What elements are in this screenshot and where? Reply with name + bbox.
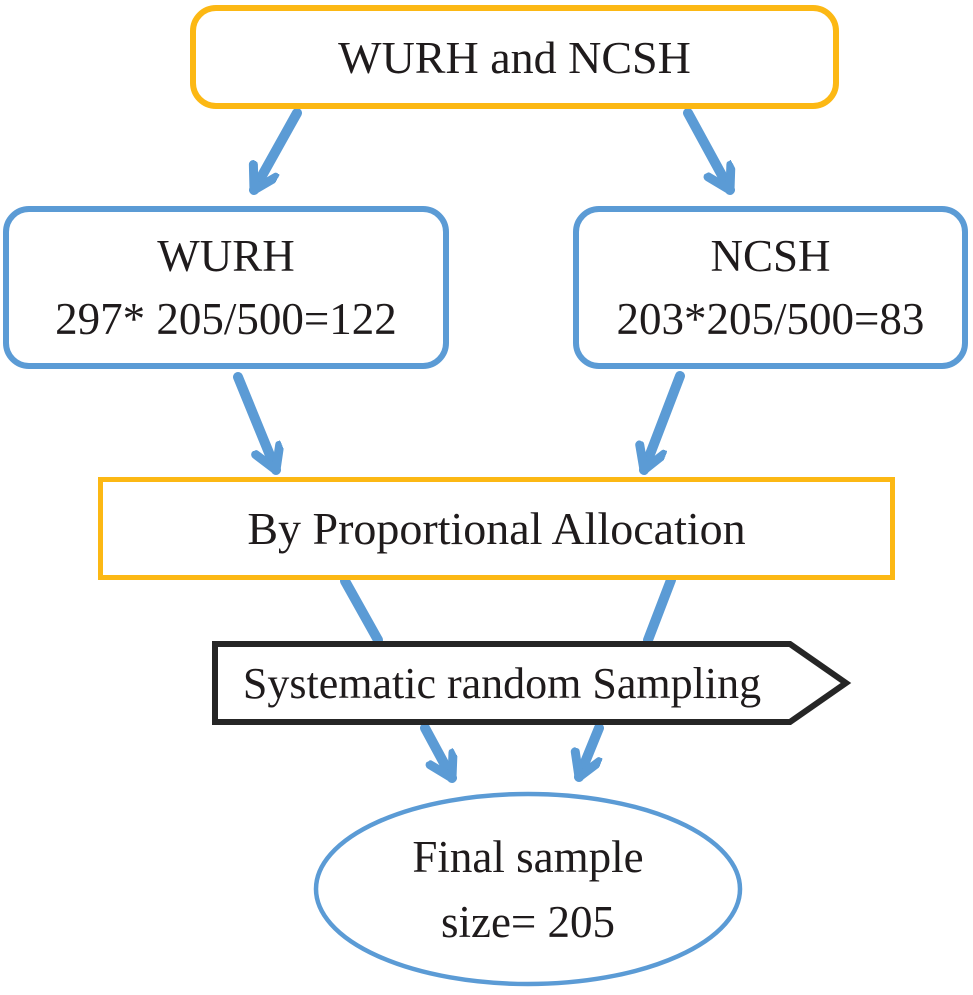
- wurh-formula: 297* 205/500=122: [55, 293, 397, 344]
- source-label: WURH and NCSH: [338, 31, 691, 83]
- node-final-sample: Final sample size= 205: [318, 798, 738, 982]
- arrow-wurh-to-allocation: [233, 372, 276, 475]
- node-wurh-stratum: WURH 297* 205/500=122: [3, 206, 449, 369]
- node-systematic-sampling: Systematic random Sampling: [214, 644, 790, 723]
- final-sample-line2: size= 205: [440, 897, 616, 947]
- arrow-source-to-ncsh: [683, 108, 730, 195]
- node-ncsh-stratum: NCSH 203*205/500=83: [573, 206, 968, 369]
- arrow-source-to-wurh: [254, 108, 302, 195]
- node-proportional-allocation: By Proportional Allocation: [98, 477, 895, 580]
- ncsh-title: NCSH: [710, 230, 831, 281]
- connector-allocation-to-sampling-right: [643, 575, 676, 645]
- sampling-label: Systematic random Sampling: [242, 659, 762, 708]
- final-sample-line1: Final sample: [412, 831, 644, 882]
- final-sample-ellipse-shape: [313, 791, 743, 987]
- connector-allocation-to-sampling-left: [340, 576, 383, 645]
- arrow-ncsh-to-allocation: [644, 371, 685, 475]
- systematic-sampling-pentagon-shape: [212, 641, 852, 725]
- allocation-label: By Proportional Allocation: [247, 503, 746, 554]
- arrow-sampling-to-final-left: [420, 723, 452, 783]
- ncsh-formula: 203*205/500=83: [616, 293, 925, 344]
- node-source-hospitals: WURH and NCSH: [190, 5, 839, 109]
- wurh-title: WURH: [157, 230, 295, 281]
- arrow-sampling-to-final-right: [579, 723, 604, 782]
